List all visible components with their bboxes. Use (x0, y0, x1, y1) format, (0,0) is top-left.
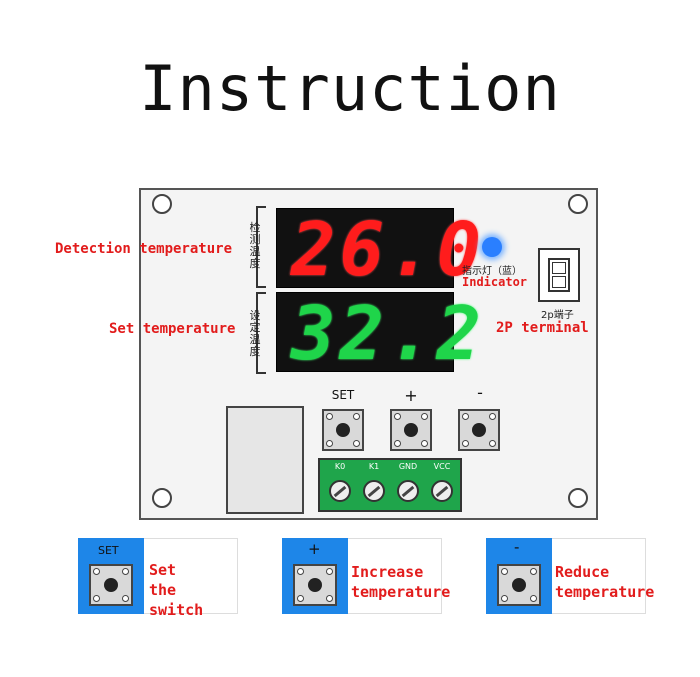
panel-increase-line2: temperature (351, 583, 451, 601)
plus-button-label: + (404, 386, 418, 405)
panel-increase: + Increase temperature (282, 538, 450, 614)
panel-increase-line1: Increase (351, 563, 424, 581)
panel-set-key: SET (98, 544, 119, 557)
panel-increase-button (293, 564, 337, 606)
minus-button[interactable] (458, 409, 500, 451)
detection-callout: Detection temperature (55, 241, 233, 257)
mounting-hole (568, 194, 588, 214)
terminal-label-vcc: VCC (433, 462, 451, 471)
set-display: 32.2 (276, 292, 481, 372)
terminal-callout: 2P terminal (496, 320, 589, 336)
terminal-screw (329, 480, 351, 502)
set-value: 32.2 (291, 291, 486, 377)
panel-set-line1: Set (149, 561, 177, 579)
minus-button-label: - (477, 383, 483, 402)
detection-value: 26.0 (291, 207, 486, 293)
set-button[interactable] (322, 409, 364, 451)
two-pin-connector (538, 248, 580, 302)
set-button-label: SET (331, 388, 355, 402)
terminal-label-gnd: GND (398, 462, 418, 471)
indicator-led (482, 237, 502, 257)
indicator-label: Indicator (462, 275, 528, 289)
panel-reduce: - Reduce temperature (486, 538, 654, 614)
terminal-cn-label: 2p端子 (541, 310, 574, 321)
terminal-label-k1: K1 (368, 462, 380, 471)
panel-set-line2: the switch (149, 581, 204, 619)
mounting-hole (152, 488, 172, 508)
panel-reduce-key: - (514, 538, 520, 556)
plus-button[interactable] (390, 409, 432, 451)
panel-reduce-line2: temperature (555, 583, 655, 601)
indicator-cn-label: 指示灯（蓝） (462, 266, 522, 277)
terminal-screw (363, 480, 385, 502)
terminal-screw (431, 480, 453, 502)
panel-increase-key: + (308, 540, 321, 558)
mounting-hole (152, 194, 172, 214)
terminal-screw (397, 480, 419, 502)
terminal-label-k0: K0 (334, 462, 346, 471)
set-cn-label: 设定温度 (249, 309, 261, 358)
detection-display: 26.0 (276, 208, 481, 288)
detection-bracket (256, 206, 266, 288)
panel-set-button (89, 564, 133, 606)
relay (226, 406, 304, 514)
panel-reduce-line1: Reduce (555, 563, 610, 581)
detection-cn-label: 检测温度 (249, 221, 261, 270)
panel-reduce-button (497, 564, 541, 606)
panel-set: SET Set the switch (78, 538, 238, 619)
set-bracket (256, 292, 266, 374)
mounting-hole (568, 488, 588, 508)
set-callout: Set temperature (109, 321, 236, 337)
page-title: Instruction (139, 52, 561, 125)
